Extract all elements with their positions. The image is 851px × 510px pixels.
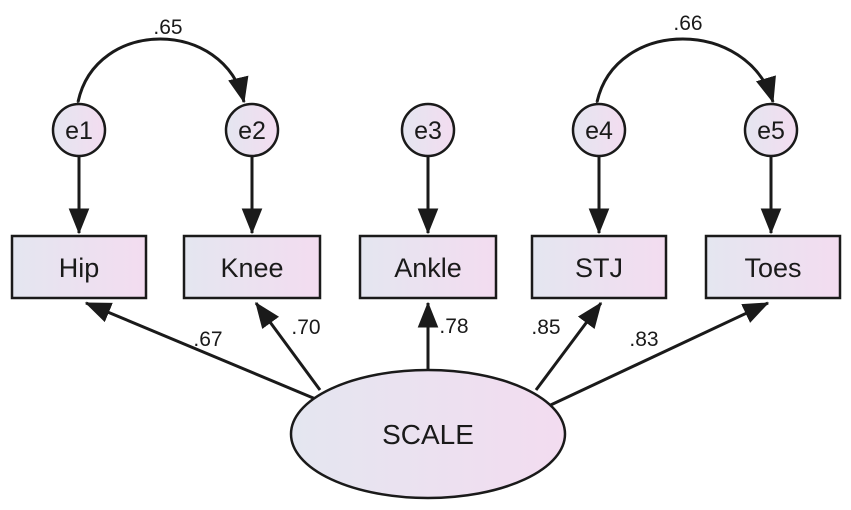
error-node-e3: e3 bbox=[400, 102, 456, 158]
loading-label-knee: .70 bbox=[291, 316, 320, 339]
error-label-e5: e5 bbox=[757, 117, 785, 145]
correlation-label-e4-e5: .66 bbox=[673, 12, 702, 35]
latent-label: SCALE bbox=[382, 419, 474, 450]
error-label-e1: e1 bbox=[65, 117, 93, 145]
error-node-e1: e1 bbox=[51, 102, 107, 158]
indicator-box-ankle: Ankle bbox=[358, 234, 498, 300]
correlation-arc-e1-e2 bbox=[62, 37, 249, 129]
indicator-box-toes: Toes bbox=[704, 234, 842, 300]
error-node-e5: e5 bbox=[743, 102, 799, 158]
indicator-label-knee: Knee bbox=[220, 253, 283, 283]
indicator-box-stj: STJ bbox=[530, 234, 668, 300]
loading-label-stj: .85 bbox=[531, 316, 560, 339]
indicator-label-toes: Toes bbox=[744, 253, 801, 283]
correlation-label-e1-e2: .65 bbox=[153, 16, 182, 39]
indicator-label-hip: Hip bbox=[59, 253, 100, 283]
error-label-e4: e4 bbox=[585, 117, 613, 145]
indicator-box-knee: Knee bbox=[182, 234, 322, 300]
loading-arrow-hip bbox=[84, 301, 319, 402]
loading-arrow-stj bbox=[534, 301, 603, 391]
error-node-e2: e2 bbox=[224, 102, 280, 158]
correlation-arc-e4-e5 bbox=[581, 37, 776, 129]
loading-label-ankle: .78 bbox=[439, 315, 468, 338]
error-label-e2: e2 bbox=[238, 117, 266, 145]
error-label-e3: e3 bbox=[414, 117, 442, 145]
indicator-box-hip: Hip bbox=[10, 234, 148, 300]
loading-arrow-knee bbox=[254, 301, 322, 391]
error-node-e4: e4 bbox=[571, 102, 627, 158]
loading-label-hip: .67 bbox=[193, 328, 222, 351]
indicator-label-ankle: Ankle bbox=[394, 253, 462, 283]
latent-node-scale: SCALE bbox=[289, 368, 567, 500]
loading-label-toes: .83 bbox=[629, 328, 658, 351]
loading-arrow-toes bbox=[539, 301, 770, 412]
indicator-label-stj: STJ bbox=[575, 253, 623, 283]
